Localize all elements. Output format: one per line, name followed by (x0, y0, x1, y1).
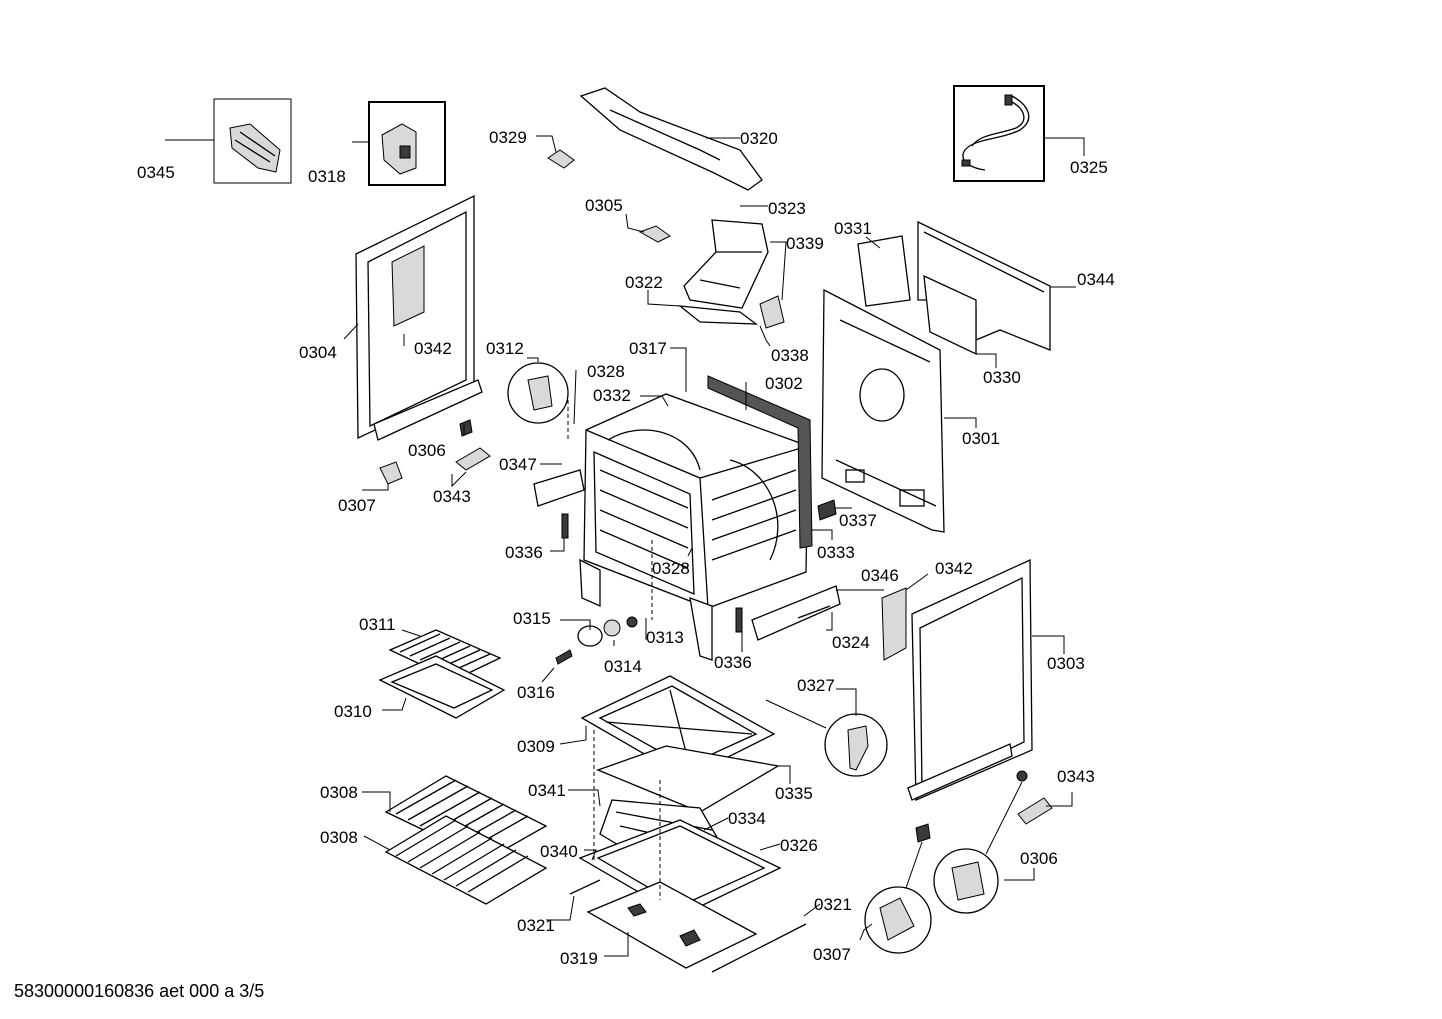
label-0321-left[interactable]: 0321 (517, 916, 555, 935)
part-0308-racks (384, 775, 548, 905)
part-oven-cavity (579, 393, 809, 661)
label-0310[interactable]: 0310 (334, 702, 372, 721)
label-0320[interactable]: 0320 (740, 129, 778, 148)
part-0307a-hinge (379, 461, 403, 485)
label-0315[interactable]: 0315 (513, 609, 551, 628)
label-0316[interactable]: 0316 (517, 683, 555, 702)
label-0313[interactable]: 0313 (646, 628, 684, 647)
part-0320-bracket (579, 87, 763, 191)
label-0337[interactable]: 0337 (839, 511, 877, 530)
part-0316 (555, 649, 573, 665)
label-0347[interactable]: 0347 (499, 455, 537, 474)
leader-lines (165, 135, 1085, 957)
part-0343b (1017, 797, 1053, 825)
inset-0345 (213, 98, 292, 184)
label-0305[interactable]: 0305 (585, 196, 623, 215)
label-0312[interactable]: 0312 (486, 339, 524, 358)
label-0341[interactable]: 0341 (528, 781, 566, 800)
label-0334[interactable]: 0334 (728, 809, 766, 828)
label-0338[interactable]: 0338 (771, 346, 809, 365)
label-0343-right[interactable]: 0343 (1057, 767, 1095, 786)
label-0327[interactable]: 0327 (797, 676, 835, 695)
label-0303[interactable]: 0303 (1047, 654, 1085, 673)
label-0326[interactable]: 0326 (780, 836, 818, 855)
part-0305-clip (638, 225, 671, 243)
part-0304-left-door (355, 194, 483, 441)
part-0336b (735, 607, 743, 633)
label-0322[interactable]: 0322 (625, 273, 663, 292)
part-0324 (797, 605, 831, 619)
part-0339 (759, 295, 785, 329)
part-0319-cover (586, 881, 758, 969)
inset-0325 (953, 85, 1045, 182)
label-0336-left[interactable]: 0336 (505, 543, 543, 562)
part-0306b-small (1016, 770, 1028, 782)
part-0310-pan (378, 655, 506, 719)
part-0336a (561, 513, 569, 539)
label-0339[interactable]: 0339 (786, 234, 824, 253)
label-0345[interactable]: 0345 (137, 163, 175, 182)
label-0307-left[interactable]: 0307 (338, 496, 376, 515)
part-0303-right-door (881, 558, 1033, 801)
label-0340[interactable]: 0340 (540, 842, 578, 861)
label-0321-right[interactable]: 0321 (814, 895, 852, 914)
part-0322-plate (677, 305, 759, 325)
part-0302-gasket (707, 375, 813, 549)
part-0321b-rail (711, 923, 807, 973)
part-0343a (455, 447, 491, 471)
label-0335[interactable]: 0335 (775, 784, 813, 803)
label-0307-right[interactable]: 0307 (813, 945, 851, 964)
label-0306-left[interactable]: 0306 (408, 441, 446, 460)
label-0342-lower[interactable]: 0342 (935, 559, 973, 578)
label-0301[interactable]: 0301 (962, 429, 1000, 448)
part-0347-rail (533, 469, 585, 507)
label-0333[interactable]: 0333 (817, 543, 855, 562)
part-0321a-rail (569, 879, 601, 895)
document-code-footer: 58300000160836 aet 000 a 3/5 (14, 981, 265, 1001)
label-0346[interactable]: 0346 (861, 566, 899, 585)
label-0319[interactable]: 0319 (560, 949, 598, 968)
label-0308-upper[interactable]: 0308 (320, 783, 358, 802)
label-0302[interactable]: 0302 (765, 374, 803, 393)
label-0311[interactable]: 0311 (359, 615, 396, 634)
part-0331-panel (857, 235, 911, 307)
label-0330[interactable]: 0330 (983, 368, 1021, 387)
label-0308-lower[interactable]: 0308 (320, 828, 358, 847)
label-0324[interactable]: 0324 (832, 633, 870, 652)
label-0328-upper[interactable]: 0328 (587, 362, 625, 381)
label-0317[interactable]: 0317 (629, 339, 667, 358)
label-0318[interactable]: 0318 (308, 167, 346, 186)
part-0313-lamp (603, 619, 621, 637)
label-0306-right[interactable]: 0306 (1020, 849, 1058, 868)
label-0336-right[interactable]: 0336 (714, 653, 752, 672)
label-0328-lower[interactable]: 0328 (652, 559, 690, 578)
label-0344[interactable]: 0344 (1077, 270, 1115, 289)
part-0301-back-panel (821, 288, 945, 533)
label-0325[interactable]: 0325 (1070, 158, 1108, 177)
label-0343-left[interactable]: 0343 (433, 487, 471, 506)
label-0309[interactable]: 0309 (517, 737, 555, 756)
part-0323-duct (683, 219, 769, 309)
label-0304[interactable]: 0304 (299, 343, 337, 362)
label-0323[interactable]: 0323 (768, 199, 806, 218)
label-0331[interactable]: 0331 (834, 219, 872, 238)
label-0342-upper[interactable]: 0342 (414, 339, 452, 358)
part-0329-clip (547, 149, 575, 169)
label-0332[interactable]: 0332 (593, 386, 631, 405)
inset-0318 (368, 101, 446, 186)
label-0314[interactable]: 0314 (604, 657, 642, 676)
label-0329[interactable]: 0329 (489, 128, 527, 147)
part-0337 (817, 499, 837, 521)
part-0346-rail (751, 585, 841, 641)
part-0306a (459, 419, 473, 437)
